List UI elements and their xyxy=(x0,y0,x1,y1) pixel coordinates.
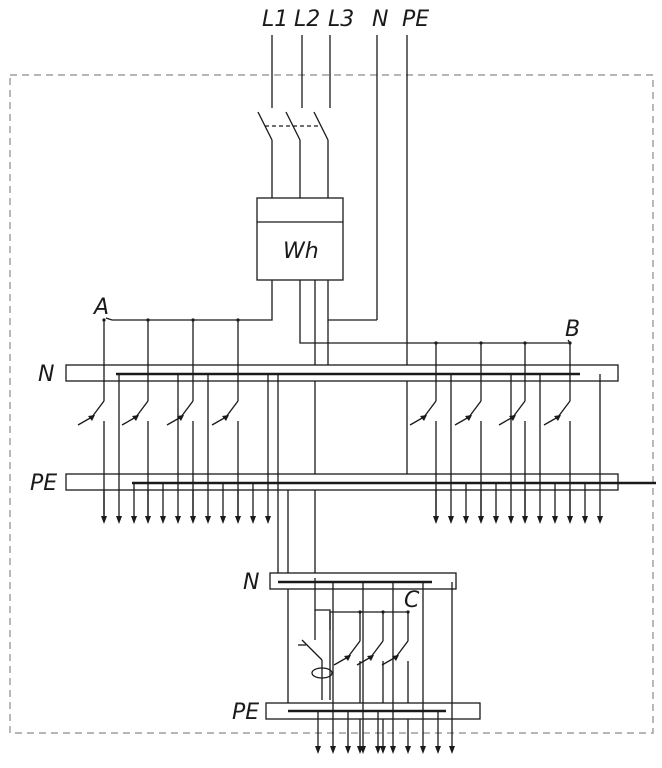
input-label-n: N xyxy=(372,7,388,32)
output-left-10 xyxy=(235,490,241,524)
breaker-group-a xyxy=(77,318,240,522)
energy-meter: Wh xyxy=(256,197,344,281)
output-right-5 xyxy=(493,483,499,524)
output-right-6 xyxy=(508,374,514,524)
output-sub-c-3 xyxy=(405,746,411,754)
breaker-a-2 xyxy=(121,318,150,522)
output-sub-6 xyxy=(390,582,396,754)
breaker-a-3 xyxy=(166,318,195,522)
output-right-1 xyxy=(433,490,439,524)
output-sub-3 xyxy=(345,711,351,754)
output-right-10 xyxy=(567,490,573,524)
output-right-7 xyxy=(522,490,528,524)
input-label-l3: L3 xyxy=(328,7,354,32)
group-label-a: A xyxy=(92,295,109,320)
input-label-l1: L1 xyxy=(262,7,288,32)
output-right-12 xyxy=(597,374,603,524)
output-right-3 xyxy=(463,483,469,524)
output-left-3 xyxy=(131,483,137,524)
output-right-11 xyxy=(582,483,588,524)
breaker-a-4 xyxy=(211,318,240,522)
meter-label: Wh xyxy=(283,239,319,264)
outputs-main-right xyxy=(433,374,603,524)
output-left-7 xyxy=(190,490,196,524)
group-label-c: C xyxy=(404,588,420,613)
output-sub-5 xyxy=(375,711,381,754)
enclosure-frame xyxy=(9,74,654,734)
output-sub-1 xyxy=(315,711,321,754)
output-right-9 xyxy=(552,483,558,524)
main-switch xyxy=(257,35,331,198)
breaker-c-2 xyxy=(356,610,385,752)
output-left-8 xyxy=(205,374,211,524)
input-label-l2: L2 xyxy=(294,7,320,32)
output-sub-2 xyxy=(330,582,336,754)
n-bus-main-label: N xyxy=(38,362,54,387)
output-left-4 xyxy=(145,490,151,524)
output-left-12 xyxy=(265,374,271,524)
outputs-main-left xyxy=(101,374,271,524)
rcd-device xyxy=(298,578,333,700)
output-sub-c-2 xyxy=(380,746,386,754)
output-left-11 xyxy=(250,483,256,524)
pe-bus-main-label: PE xyxy=(30,471,57,496)
pe-bus-sub-label: PE xyxy=(232,700,259,725)
output-left-2 xyxy=(116,374,122,524)
output-left-5 xyxy=(160,483,166,524)
breaker-a-1 xyxy=(77,318,106,522)
output-left-9 xyxy=(220,483,226,524)
output-sub-4 xyxy=(360,582,366,754)
outputs-sub xyxy=(315,582,455,754)
input-label-pe: PE xyxy=(402,7,429,32)
meter-output-wires xyxy=(112,280,570,578)
output-left-6 xyxy=(175,374,181,524)
output-right-8 xyxy=(537,374,543,524)
output-sub-9 xyxy=(435,711,441,754)
output-right-4 xyxy=(478,490,484,524)
output-sub-8 xyxy=(420,582,426,754)
output-sub-c-1 xyxy=(357,746,363,754)
group-label-b: B xyxy=(565,317,580,342)
sub-board-feeder xyxy=(277,374,289,705)
n-bus-sub-label: N xyxy=(243,570,259,595)
output-left-1 xyxy=(101,490,107,524)
breaker-c-3 xyxy=(381,610,410,752)
breaker-group-c xyxy=(329,610,410,752)
output-sub-10 xyxy=(449,582,455,754)
output-right-2 xyxy=(448,374,454,524)
